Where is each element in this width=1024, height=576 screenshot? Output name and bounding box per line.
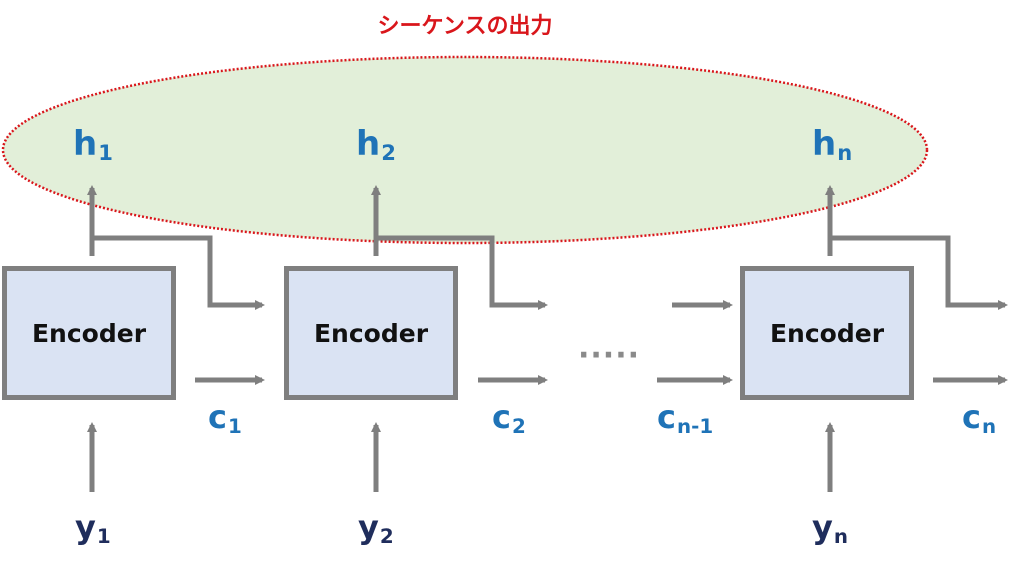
h1-label: h1 xyxy=(73,124,113,166)
encoder-block-n: Encoder xyxy=(740,266,914,400)
ellipsis: ····· xyxy=(578,338,640,373)
c2-label: c2 xyxy=(492,398,526,438)
yn-label: yn xyxy=(812,508,848,548)
h2-forward-arrow xyxy=(376,235,548,310)
sequence-output-region xyxy=(1,55,929,245)
sequence-output-title: シーケンスの出力 xyxy=(377,14,553,39)
y1-label: y1 xyxy=(75,508,111,548)
encoder-block-2: Encoder xyxy=(284,266,458,400)
cn-minus-1-label: cn-1 xyxy=(657,398,714,438)
cn-label: cn xyxy=(962,398,997,438)
hn-label: hn xyxy=(812,124,853,166)
encoder-block-1: Encoder xyxy=(2,266,176,400)
c1-label: c1 xyxy=(208,398,242,438)
h2-label: h2 xyxy=(356,124,396,166)
hn-forward-arrow xyxy=(830,235,1008,310)
h1-forward-arrow xyxy=(92,235,265,310)
y2-label: y2 xyxy=(358,508,394,548)
